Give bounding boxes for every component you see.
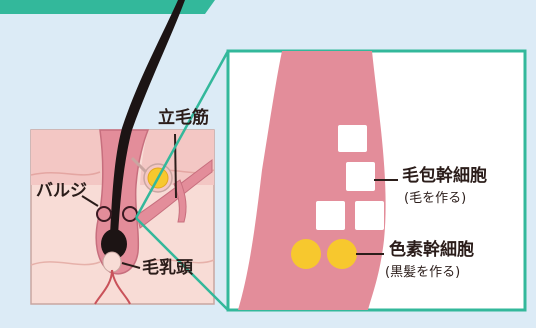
hair-bulb (101, 229, 127, 259)
label-melanocyte-stem-cell: 色素幹細胞 (389, 240, 474, 260)
skin-cross-section (30, 0, 215, 305)
bulge-marker (96, 206, 112, 222)
leader-line-dermal-papilla (121, 262, 141, 269)
stem-cell (346, 162, 375, 191)
dermal-papilla (102, 251, 122, 273)
pigment-stem-cell (327, 239, 357, 269)
top-banner (0, 0, 215, 14)
pigment-stem-cell (291, 239, 321, 269)
bulge-marker (122, 206, 138, 222)
stem-cell (338, 125, 367, 152)
zoom-connector (134, 50, 230, 311)
stem-cell (355, 201, 384, 230)
label-bulge: バルジ (36, 181, 87, 201)
label-hair-follicle-stem-cell: 毛包幹細胞 (402, 166, 487, 186)
hair-shaft (110, 0, 185, 236)
label-hair-follicle-stem-cell-note: (毛を作る) (404, 191, 467, 206)
dermis-wave-line (30, 261, 101, 266)
stem-cell (316, 201, 345, 230)
epidermis-layer (31, 130, 110, 185)
sebaceous-duct (130, 156, 148, 174)
dermis-wave-line (147, 259, 215, 264)
label-dermal-papilla: 毛乳頭 (142, 258, 193, 278)
blood-vessel (94, 269, 131, 305)
skin-wave-line (30, 171, 101, 176)
leader-line-bulge (81, 195, 99, 207)
zoom-panel (226, 49, 527, 312)
arrector-pili-muscle (136, 159, 213, 229)
label-arrector-pili: 立毛筋 (158, 108, 209, 128)
label-melanocyte-stem-cell-note: (黒髪を作る) (385, 265, 461, 280)
